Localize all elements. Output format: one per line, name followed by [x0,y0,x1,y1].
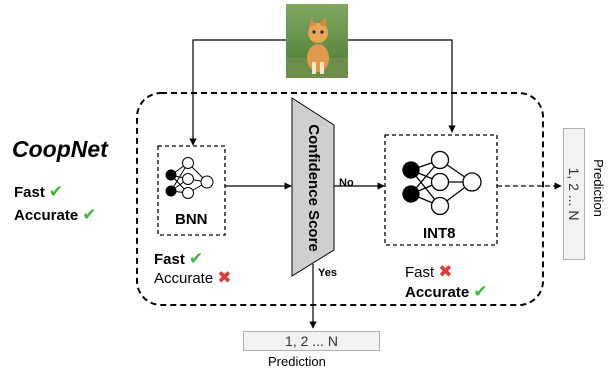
int8-network-icon [402,150,482,216]
bnn-fast: Fast✔ [154,250,203,267]
int8-label: INT8 [423,225,456,242]
int8-fast-label: Fast [405,264,435,281]
page-title: CoopNet [12,136,108,162]
coopnet-fast: Fast✔ [14,183,63,200]
confidence-score-label: Confidence Score [305,124,322,252]
prediction-values-right: 1, 2 ... N [566,167,582,221]
check-icon: ✔ [48,182,64,201]
bnn-box [157,145,226,236]
prediction-label-bottom: Prediction [268,354,326,369]
coopnet-accurate-label: Accurate [14,207,79,224]
bnn-label: BNN [175,211,208,228]
prediction-output-right: 1, 2 ... N [563,128,585,260]
int8-accurate: Accurate✔ [405,283,487,300]
arrow-image-to-int8 [348,39,456,133]
coopnet-fast-label: Fast [14,184,45,201]
cross-icon: ✖ [438,262,453,281]
bnn-network-icon [165,157,214,199]
input-kitten-image [286,4,348,78]
prediction-output-bottom: 1, 2 ... N [243,331,380,351]
check-icon: ✔ [82,205,97,224]
int8-box [384,134,498,246]
arrow-image-to-bnn [189,39,286,146]
bnn-fast-label: Fast [154,251,185,268]
confidence-score-block [291,97,335,277]
check-icon: ✔ [473,282,488,301]
bnn-accurate-label: Accurate [154,270,214,287]
check-icon: ✔ [188,249,204,268]
bnn-accurate: Accurate✖ [154,269,231,286]
int8-fast: Fast✖ [405,263,452,280]
int8-accurate-label: Accurate [405,284,470,301]
yes-branch-label: Yes [318,267,337,279]
no-branch-label: No [339,177,354,189]
cross-icon: ✖ [217,268,232,287]
prediction-label-right: Prediction [591,159,606,217]
coopnet-container [136,92,544,306]
coopnet-accurate: Accurate✔ [14,206,96,223]
